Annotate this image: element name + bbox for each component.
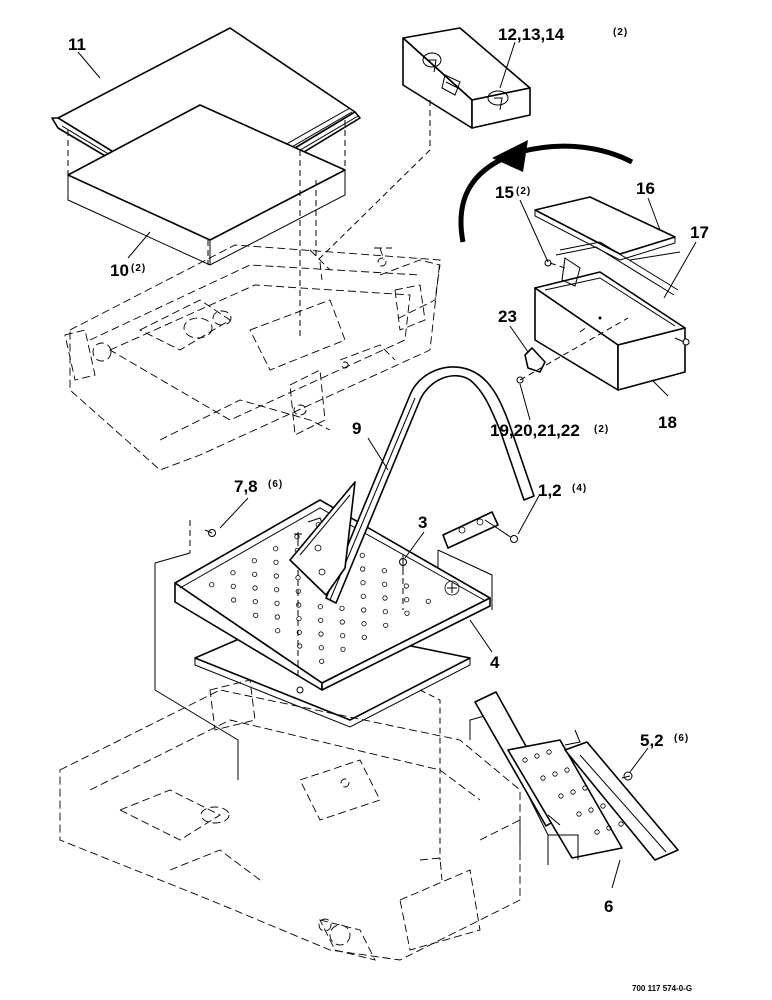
perforation-hole (253, 612, 259, 618)
callout-10-qty: (2) (131, 263, 146, 274)
toolbox-body-10 (67, 104, 346, 340)
storage-box-assembly (516, 196, 690, 391)
callout-18: 18 (658, 413, 677, 432)
perforation-hole (274, 587, 280, 593)
perforation-hole (361, 634, 367, 640)
step-hole (600, 803, 606, 809)
callout-15-qty: (2) (516, 186, 531, 197)
callouts: 11 12,13,14 (2) 10 (2) 15 (2) 16 17 23 1… (68, 25, 709, 993)
step-hole (618, 821, 624, 827)
step-hole (606, 825, 612, 831)
perforation-hole (361, 607, 367, 613)
callout-10: 10 (110, 261, 129, 280)
callout-19-20-21-22-qty: (2) (594, 424, 609, 435)
perforation-hole (252, 585, 258, 591)
perforation-hole (382, 595, 388, 601)
perforation-hole (339, 619, 345, 625)
platform-fasteners (204, 529, 441, 860)
perforation-hole (252, 571, 258, 577)
perforation-hole (230, 570, 236, 576)
perforation-hole (318, 645, 324, 651)
step-hole (558, 793, 564, 799)
perforation-hole (381, 568, 387, 574)
callout-7-8: 7,8 (234, 477, 258, 496)
step-hole (534, 753, 540, 759)
callout-17: 17 (690, 223, 709, 242)
callout-12-13-14-qty: (2) (613, 27, 628, 38)
callout-16: 16 (636, 179, 655, 198)
step-holes (522, 749, 624, 835)
step-hole (588, 807, 594, 813)
perforation-hole (318, 617, 324, 623)
step-hole (522, 757, 528, 763)
callout-9: 9 (352, 419, 361, 438)
perforation-hole (251, 558, 257, 564)
perforation-hole (318, 631, 324, 637)
upper-frame-phantom (64, 244, 441, 471)
drawing-number: 700 117 574-0-G (632, 984, 692, 993)
callout-1-2: 1,2 (538, 481, 562, 500)
perforation-hole (209, 582, 215, 588)
perforation-hole (319, 658, 325, 664)
perforation-hole (296, 629, 302, 635)
perforation-hole (274, 614, 280, 620)
lower-frame-phantom (59, 679, 521, 961)
perforation-hole (296, 602, 302, 608)
perforation-hole (404, 610, 410, 616)
callout-3: 3 (418, 513, 427, 532)
callout-12-13-14: 12,13,14 (498, 25, 565, 44)
perforation-hole (361, 621, 367, 627)
perforation-hole (273, 559, 279, 565)
perforation-hole (340, 646, 346, 652)
handrail-9 (289, 366, 535, 604)
perforation-hole (340, 633, 346, 639)
perforation-hole (296, 616, 302, 622)
perforation-hole (382, 609, 388, 615)
perforation-hole (382, 581, 388, 587)
step-hole (564, 767, 570, 773)
perforation-hole (274, 600, 280, 606)
step-hole (546, 749, 552, 755)
latch-box-12-13-14 (315, 27, 531, 263)
step-hole (540, 775, 546, 781)
callout-11: 11 (68, 35, 86, 54)
step-hole (576, 811, 582, 817)
perforation-hole (275, 628, 281, 634)
step-assembly-6 (469, 691, 679, 865)
step-hole (570, 789, 576, 795)
perforation-hole (231, 597, 237, 603)
leader-lines (77, 41, 697, 889)
callout-15: 15 (495, 183, 514, 202)
perforation-hole (383, 622, 389, 628)
perforation-hole (273, 546, 279, 552)
perforation-hole (404, 597, 410, 603)
perforation-hole (360, 593, 366, 599)
perforation-hole (339, 605, 345, 611)
step-hole (594, 829, 600, 835)
callout-5-2: 5,2 (640, 731, 664, 750)
perforation-hole (403, 583, 409, 589)
perforation-hole (359, 552, 365, 558)
callout-19-20-21-22: 19,20,21,22 (490, 421, 580, 440)
step-hole (582, 785, 588, 791)
callout-7-8-qty: (6) (268, 479, 283, 490)
callout-1-2-qty: (4) (572, 483, 587, 494)
perforation-hole (252, 599, 258, 605)
perforation-hole (360, 566, 366, 572)
callout-6: 6 (604, 897, 613, 916)
callout-23: 23 (498, 307, 517, 326)
callout-4: 4 (490, 653, 500, 672)
perforation-hole (230, 583, 236, 589)
perforation-hole (360, 580, 366, 586)
step-hole (552, 771, 558, 777)
rotation-arrow (458, 140, 634, 243)
perforation-hole (273, 573, 279, 579)
callout-5-2-qty: (6) (674, 733, 689, 744)
perforation-hole (425, 598, 431, 604)
perforation-hole (317, 604, 323, 610)
